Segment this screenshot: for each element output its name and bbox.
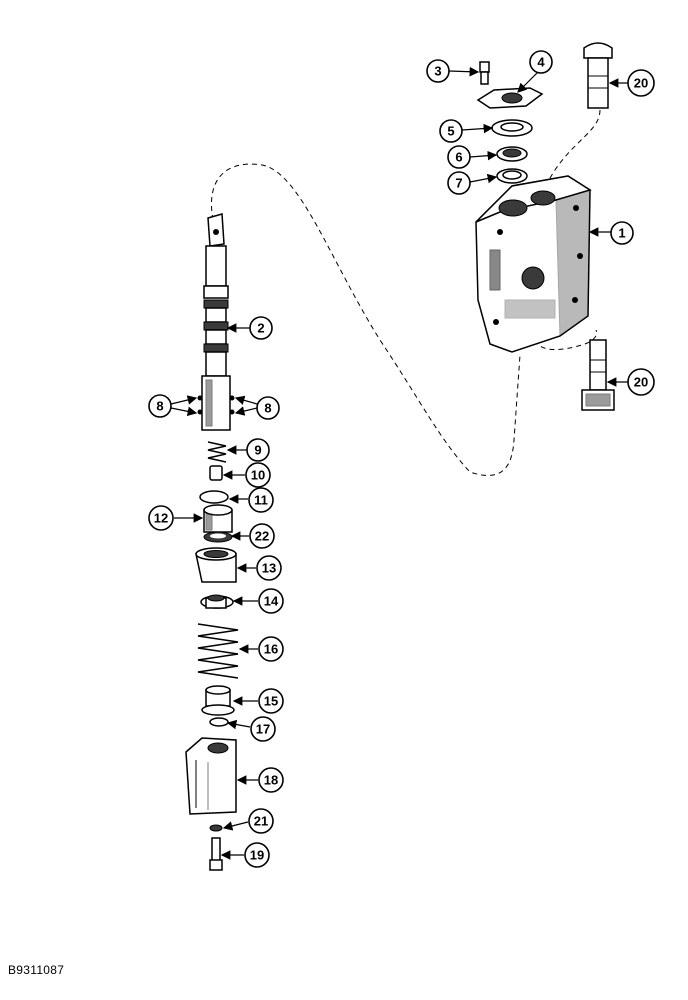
callout-20-lower: 20 <box>627 368 655 396</box>
spring-part-9 <box>207 441 227 463</box>
callout-14: 14 <box>258 588 284 614</box>
stop-part-10 <box>209 465 223 481</box>
callout-22: 22 <box>249 523 275 549</box>
cap-screw-part-19 <box>209 837 223 871</box>
callout-5: 5 <box>439 119 463 143</box>
callout-21-label: 21 <box>254 814 268 829</box>
callout-11-label: 11 <box>254 493 268 508</box>
callout-16-label: 16 <box>264 642 278 657</box>
callout-20-lower-label: 20 <box>634 375 648 390</box>
callout-10-label: 10 <box>251 468 265 483</box>
assembly-dashed-path-spool <box>211 163 521 476</box>
callout-4-label: 4 <box>537 55 545 70</box>
callout-1: 1 <box>610 221 634 245</box>
callout-19: 19 <box>244 842 270 868</box>
spring-part-16 <box>197 623 239 679</box>
callout-7-label: 7 <box>455 176 462 191</box>
callout-17: 17 <box>250 716 276 742</box>
plate-part-4 <box>476 87 544 109</box>
figure-reference-id: B9311087 <box>8 963 65 977</box>
ring-part-22 <box>203 531 233 543</box>
bushing-part-12 <box>203 504 233 533</box>
callout-14-label: 14 <box>264 594 279 609</box>
callout-8-left: 8 <box>148 394 172 418</box>
callout-3: 3 <box>426 59 450 83</box>
callout-8-right: 8 <box>256 396 280 420</box>
spool-part-2 <box>197 213 235 431</box>
callout-12: 12 <box>148 505 174 531</box>
callout-17-label: 17 <box>256 722 270 737</box>
plug-part-20-lower <box>581 339 615 411</box>
seal-ring-part-6 <box>496 146 528 162</box>
seat-part-15 <box>201 685 235 716</box>
plug-part-20-upper <box>583 42 613 109</box>
retaining-ring-part-17 <box>209 717 229 727</box>
callout-11: 11 <box>248 487 274 513</box>
valve-body-part <box>475 175 592 353</box>
callout-8-right-label: 8 <box>264 401 271 416</box>
callout-18-label: 18 <box>264 773 278 788</box>
callout-8-left-label: 8 <box>156 399 163 414</box>
callout-2-label: 2 <box>257 321 264 336</box>
callout-7: 7 <box>447 171 471 195</box>
seal-ring-part-5 <box>491 119 533 137</box>
washer-part-21 <box>209 824 223 832</box>
callout-20-upper: 20 <box>627 69 655 97</box>
callout-12-label: 12 <box>154 511 168 526</box>
callout-19-label: 19 <box>250 848 264 863</box>
washer-part-14 <box>200 594 234 609</box>
o-ring-part-11 <box>199 490 229 504</box>
cap-part-18 <box>185 737 237 815</box>
callout-4: 4 <box>529 50 553 74</box>
callout-9: 9 <box>246 438 270 462</box>
assembly-dashed-path-lower <box>534 329 598 350</box>
callout-15: 15 <box>258 688 284 714</box>
cap-screw-part-3 <box>479 61 490 85</box>
callout-10: 10 <box>245 462 271 488</box>
callout-13-label: 13 <box>262 561 276 576</box>
callout-9-label: 9 <box>254 443 261 458</box>
retainer-part-13 <box>195 547 237 583</box>
callout-6-label: 6 <box>455 150 462 165</box>
callout-6: 6 <box>447 145 471 169</box>
callout-2: 2 <box>249 316 273 340</box>
callout-16: 16 <box>258 636 284 662</box>
callout-20-upper-label: 20 <box>634 76 648 91</box>
callout-5-label: 5 <box>447 124 454 139</box>
callout-21: 21 <box>248 808 274 834</box>
callout-1-label: 1 <box>618 226 625 241</box>
callout-18: 18 <box>258 767 284 793</box>
seal-ring-part-7 <box>496 168 528 184</box>
callout-3-label: 3 <box>434 64 441 79</box>
callout-15-label: 15 <box>264 694 278 709</box>
callout-13: 13 <box>256 555 282 581</box>
callout-22-label: 22 <box>255 529 269 544</box>
